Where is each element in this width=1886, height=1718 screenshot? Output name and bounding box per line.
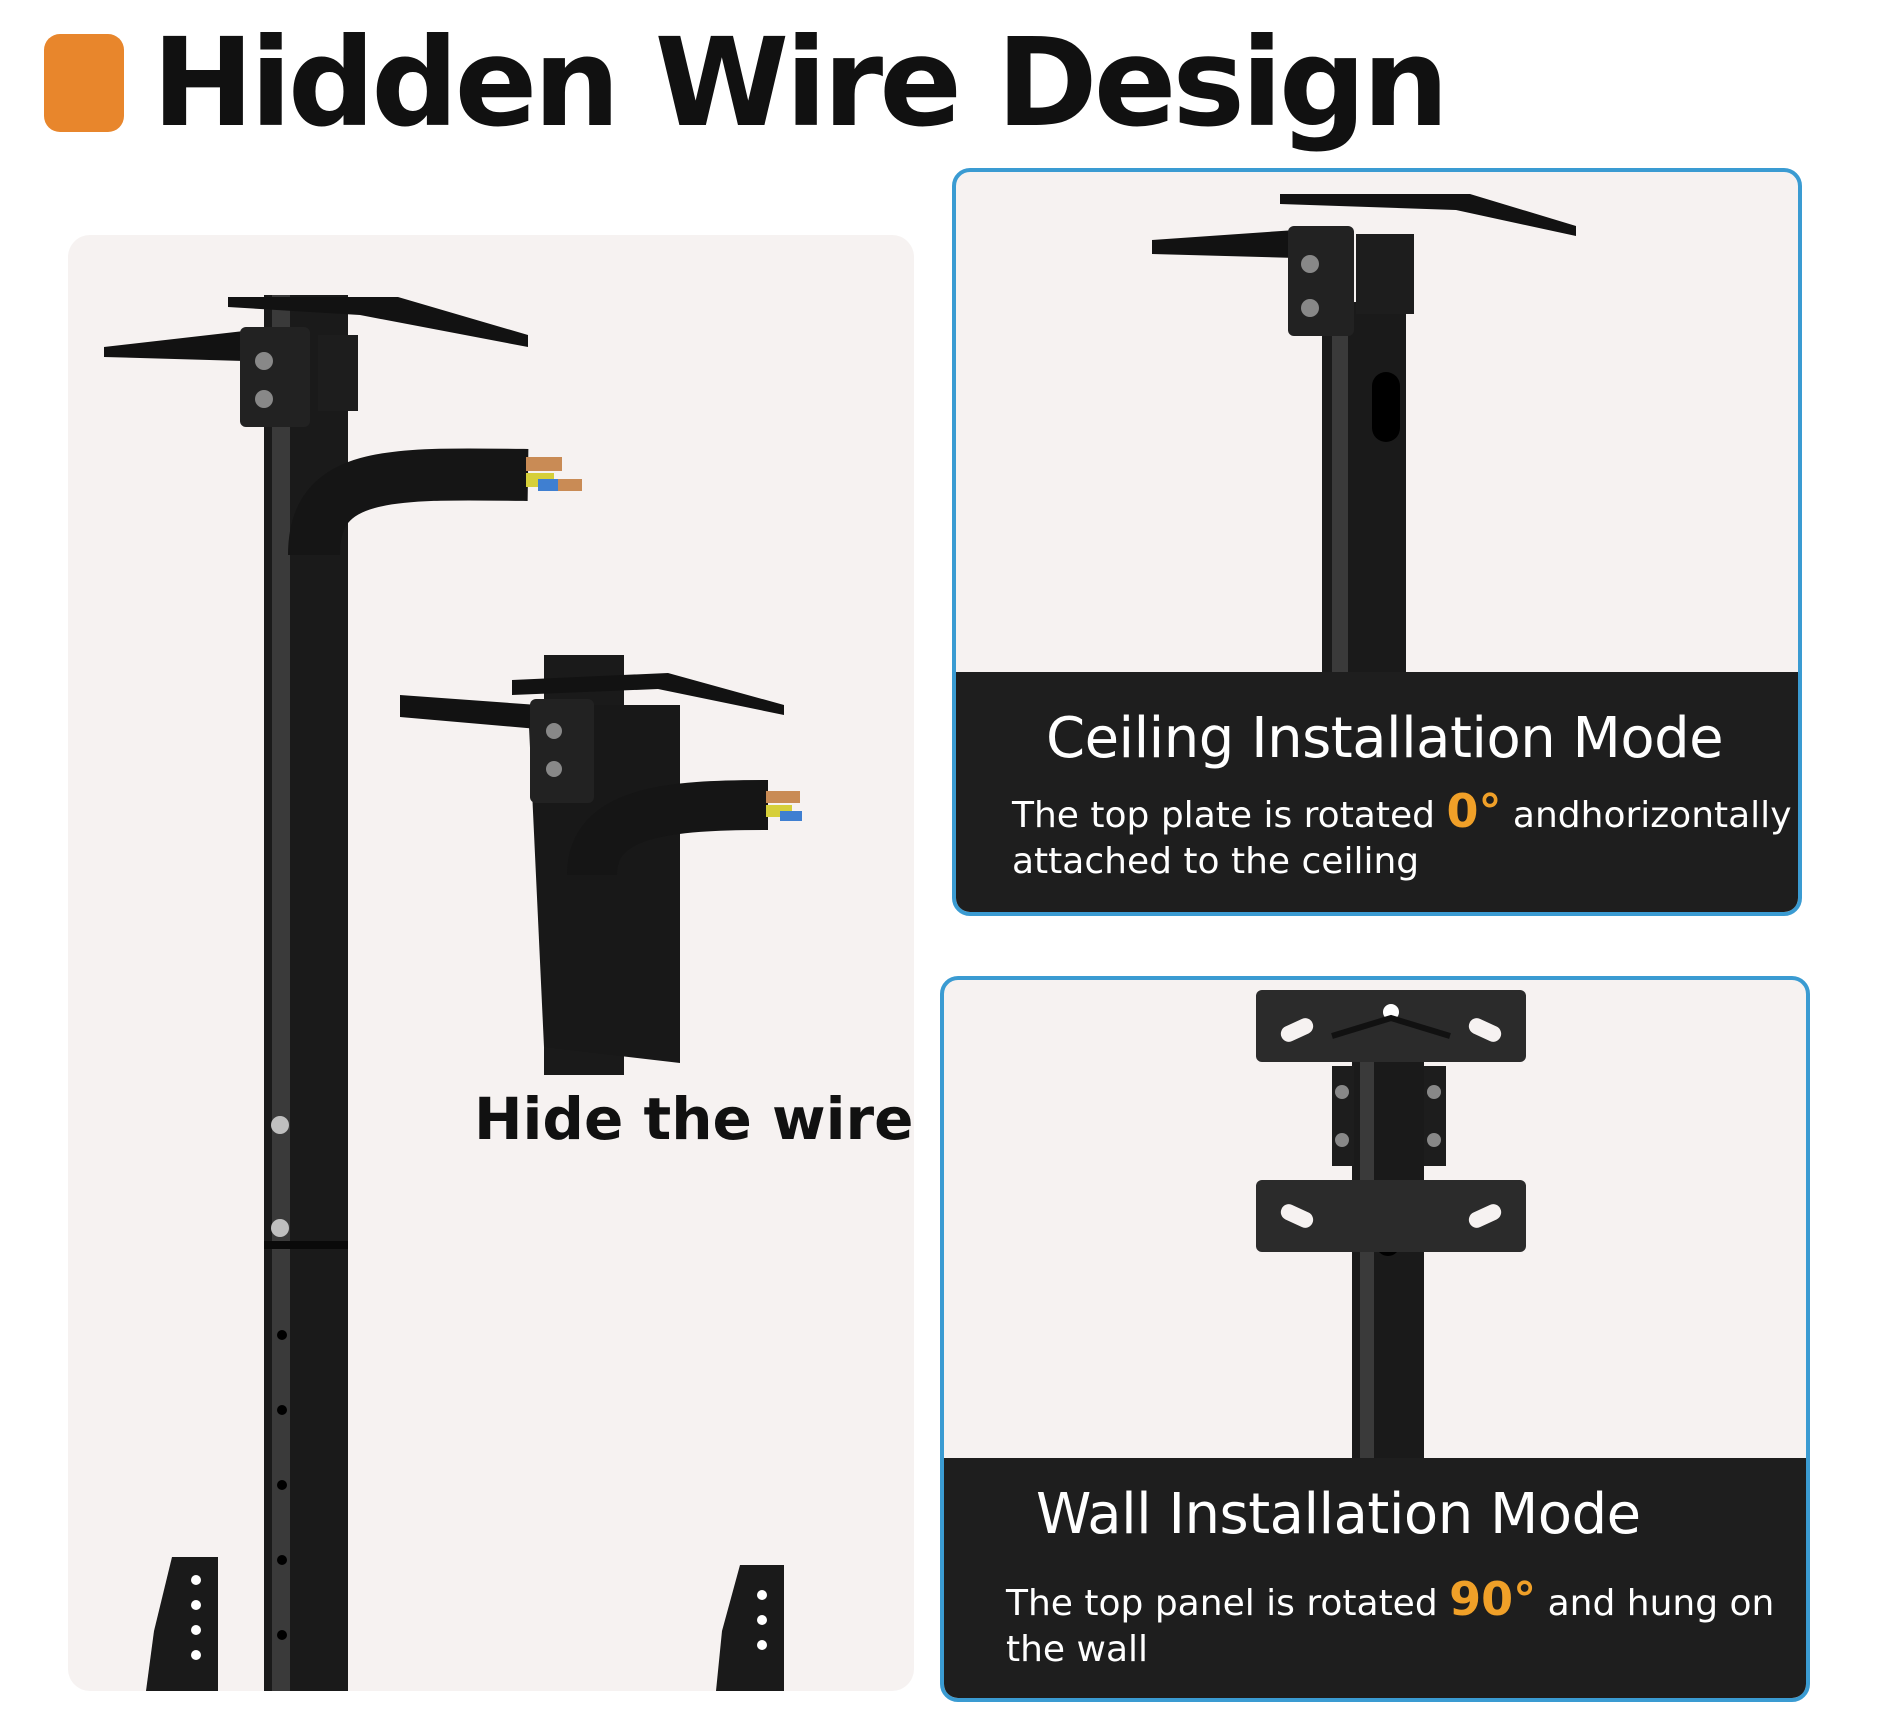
- ceiling-desc-line2: attached to the ceiling: [1012, 841, 1420, 882]
- pole-with-wire-illustration: [104, 295, 802, 1691]
- wall-mode-description: The top panel is rotated 90° and hung on…: [1006, 1576, 1774, 1673]
- ceiling-mode-caption-band: Ceiling Installation Mode The top plate …: [956, 672, 1798, 912]
- wall-mode-title: Wall Installation Mode: [1036, 1482, 1641, 1547]
- ceiling-desc-after: andhorizontally: [1501, 795, 1792, 836]
- hide-wire-caption: Hide the wire: [474, 1085, 914, 1153]
- main-wire: [288, 448, 582, 557]
- inset-pole: [400, 655, 802, 1075]
- ceiling-mode-illustration: [1152, 194, 1576, 672]
- left-product-panel: Hide the wire: [68, 235, 914, 1691]
- wall-mode-caption-band: Wall Installation Mode The top panel is …: [944, 1458, 1806, 1698]
- ceiling-mode-title: Ceiling Installation Mode: [1046, 706, 1724, 771]
- wall-mode-illustration: [1256, 990, 1526, 1460]
- wall-desc-after: and hung on: [1536, 1583, 1775, 1624]
- title-accent-square: [44, 34, 124, 132]
- ceiling-mode-card: Ceiling Installation Mode The top plate …: [952, 168, 1802, 916]
- page-title: Hidden Wire Design: [152, 12, 1449, 154]
- main-ceiling-plate: [104, 297, 528, 427]
- ceiling-desc-before: The top plate is rotated: [1012, 795, 1447, 836]
- ceiling-mode-description: The top plate is rotated 0° andhorizonta…: [1012, 788, 1792, 885]
- wall-desc-line2: the wall: [1006, 1629, 1149, 1670]
- bottom-brackets: [146, 1557, 784, 1691]
- wall-mode-card: Wall Installation Mode The top panel is …: [940, 976, 1810, 1702]
- ceiling-angle-highlight: 0°: [1446, 784, 1502, 838]
- wall-angle-highlight: 90°: [1449, 1572, 1537, 1626]
- wall-desc-before: The top panel is rotated: [1006, 1583, 1450, 1624]
